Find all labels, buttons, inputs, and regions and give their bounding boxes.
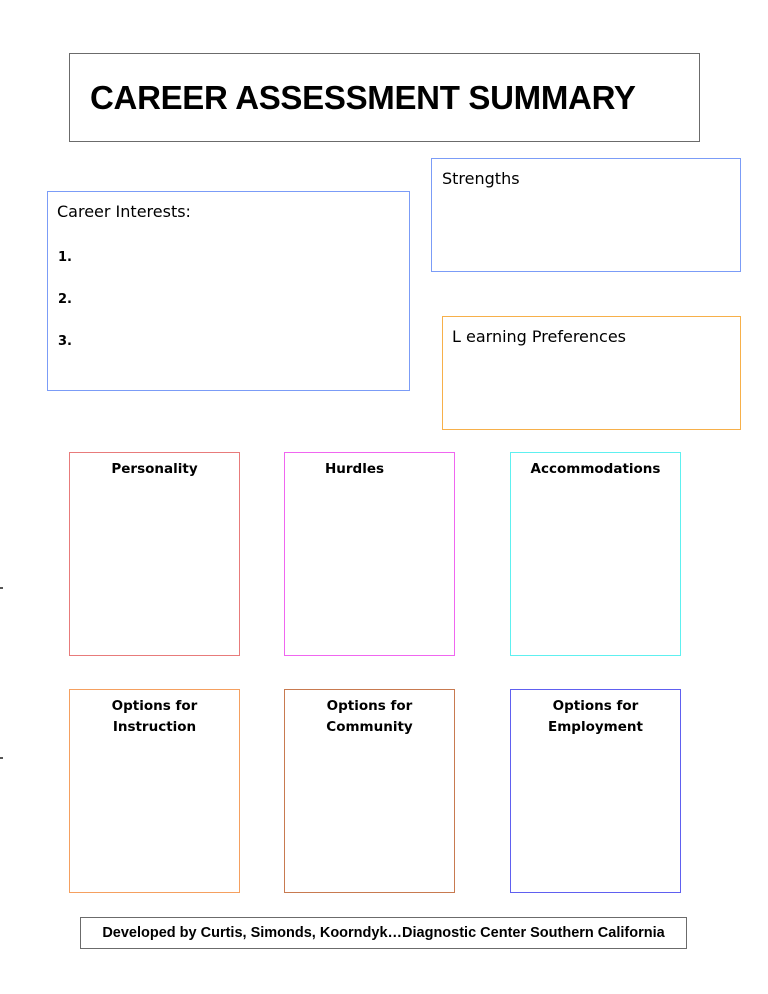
personality-box: Personality <box>69 452 240 656</box>
career-interest-item-1: 1. <box>58 250 72 265</box>
strengths-box: Strengths <box>431 158 741 272</box>
footer-credit: Developed by Curtis, Simonds, Koorndyk…D… <box>102 925 665 941</box>
career-interest-item-2: 2. <box>58 292 72 307</box>
page-title: CAREER ASSESSMENT SUMMARY <box>90 79 636 116</box>
learning-preferences-label: L earning Preferences <box>452 327 627 346</box>
accommodations-title: Accommodations <box>530 461 661 477</box>
options-employment-box: Options for Employment <box>510 689 681 893</box>
options-employment-title-line2: Employment <box>548 719 643 735</box>
career-interests-label: Career Interests: <box>57 202 191 221</box>
options-instruction-box: Options for Instruction <box>69 689 240 893</box>
hurdles-title: Hurdles <box>324 461 385 477</box>
options-instruction-title-line1: Options for <box>111 698 198 714</box>
edge-mark <box>0 757 3 759</box>
title-box: CAREER ASSESSMENT SUMMARY <box>69 53 700 142</box>
edge-mark <box>0 587 3 589</box>
options-instruction-title-line2: Instruction <box>112 719 197 735</box>
options-community-title-line1: Options for <box>326 698 413 714</box>
strengths-label: Strengths <box>442 169 520 188</box>
career-interest-item-3: 3. <box>58 334 72 349</box>
options-community-title-line2: Community <box>326 719 413 735</box>
learning-preferences-box: L earning Preferences <box>442 316 741 430</box>
personality-title: Personality <box>111 461 198 477</box>
footer-box: Developed by Curtis, Simonds, Koorndyk…D… <box>80 917 687 949</box>
career-interests-box: Career Interests: 1. 2. 3. <box>47 191 410 391</box>
options-employment-title-line1: Options for <box>552 698 639 714</box>
hurdles-box: Hurdles <box>284 452 455 656</box>
accommodations-box: Accommodations <box>510 452 681 656</box>
options-community-box: Options for Community <box>284 689 455 893</box>
